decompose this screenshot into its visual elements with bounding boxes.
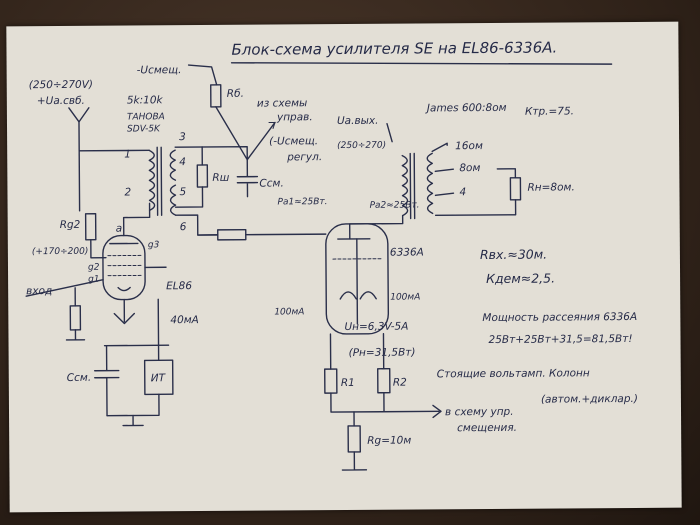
transformer-name: ТАНОВА <box>127 112 165 122</box>
resistor-rb <box>210 84 222 108</box>
g3-label: g3 <box>148 240 160 250</box>
anode-a-label: a <box>116 223 123 235</box>
g2-label: g2 <box>88 263 100 273</box>
heater-voltage: Uн=6,3V-5А <box>344 321 408 333</box>
transformer-ratio: 5k:10k <box>127 94 164 106</box>
ra2-label: Ра2≈25Вт. <box>370 200 420 210</box>
schematic-drawing: Блок-схема усилителя SE на EL86-6336А. -… <box>25 39 638 471</box>
it-label: ИТ <box>151 372 167 384</box>
r2-label: R2 <box>393 377 407 389</box>
tap-4-label: 4 <box>459 186 466 198</box>
g1-label: g1 <box>88 275 100 285</box>
transformer-primary <box>148 149 156 212</box>
tap-8-label: 8ом <box>459 162 480 174</box>
winding-4: 4 <box>179 156 186 168</box>
winding-5: 5 <box>179 186 186 198</box>
note-line-2: (автом.+диклар.) <box>541 393 638 406</box>
winding-2: 2 <box>124 186 131 198</box>
resistor-rg2 <box>84 213 97 241</box>
tube-6336a <box>325 223 390 335</box>
output-primary <box>401 154 409 217</box>
tube-driver-label: EL86 <box>166 280 192 292</box>
rg-label: Rg=10м <box>367 435 411 447</box>
rb-label: Rб. <box>227 88 244 100</box>
heater-power: (Pн=31,5Вт) <box>349 347 416 359</box>
power-calc: 25Вт+25Вт+31,5=81,5Вт! <box>488 333 632 346</box>
current-40-label: 40мА <box>170 314 199 326</box>
supply-left: +Uа.свб. <box>37 95 85 107</box>
current-100-right: 100мА <box>390 292 420 302</box>
note-line-3: в схему упр. <box>445 406 514 418</box>
winding-3: 3 <box>179 131 186 143</box>
resistor-grid <box>69 305 82 331</box>
resistor-load <box>509 177 522 201</box>
winding-6: 6 <box>180 221 187 233</box>
r1-label: R1 <box>341 377 355 389</box>
tube-out-label: 6336А <box>390 246 424 258</box>
paper-sheet: Блок-схема усилителя SE на EL86-6336А. -… <box>6 21 682 513</box>
k-dem-label: Кдем≈2,5. <box>486 271 555 286</box>
winding-1: 1 <box>124 148 131 160</box>
grid-voltage-label: (+170÷200) <box>32 247 89 257</box>
load-label: Rн=8ом. <box>527 181 574 193</box>
k-tr-label: Ктр.=75. <box>525 105 574 117</box>
schematic-title: Блок-схема усилителя SE на EL86-6336А. <box>231 39 557 59</box>
note-line-4: смещения. <box>457 422 517 434</box>
output-transformer-label: James 600:8ом <box>425 102 507 115</box>
resistor-rg <box>347 425 361 453</box>
r-vh-label: Rвх.≈30м. <box>480 247 547 262</box>
from-bias-1: из схемы <box>257 97 307 109</box>
transformer-secondary <box>169 149 177 216</box>
bias-reg-label: (-Uсмещ. <box>269 135 318 147</box>
capacitor-csm2 <box>94 344 120 417</box>
grid-stopper <box>217 228 247 241</box>
capacitor-csm <box>236 158 259 198</box>
output-range-label: (250÷270) <box>337 141 386 151</box>
transformer-core <box>156 146 163 216</box>
from-bias-2: управ. <box>276 111 313 123</box>
rg2-label: Rg2 <box>60 219 81 231</box>
resistor-rsh <box>196 164 209 188</box>
note-line-1: Стоящие вольтамп. Колонн <box>437 367 590 380</box>
resistor-r2 <box>377 367 391 394</box>
bias-reg-label-2: регул. <box>286 151 322 163</box>
power-note: Мощность рассеяния 6336А <box>482 311 637 324</box>
output-voltage-label: Uа.вых. <box>337 115 379 127</box>
csm-label: Cсм. <box>259 177 283 189</box>
csm2-label: Cсм. <box>67 372 91 384</box>
output-secondary <box>426 152 434 215</box>
tap-16-label: 16ом <box>455 140 483 152</box>
supply-range-left: (250÷270V) <box>29 79 93 91</box>
ra1-label: Ра1≈25Вт. <box>278 197 328 207</box>
resistor-r1 <box>324 368 338 394</box>
supply-neg-label: -Uсмещ. <box>137 64 182 76</box>
title-underline <box>230 62 613 65</box>
input-line <box>25 278 104 297</box>
transformer-model: SDV-5K <box>127 124 161 134</box>
output-core <box>409 152 416 220</box>
current-100-left: 100мА <box>274 307 304 317</box>
supply-arrow-left <box>68 107 90 123</box>
rsh-label: Rш <box>212 172 229 184</box>
